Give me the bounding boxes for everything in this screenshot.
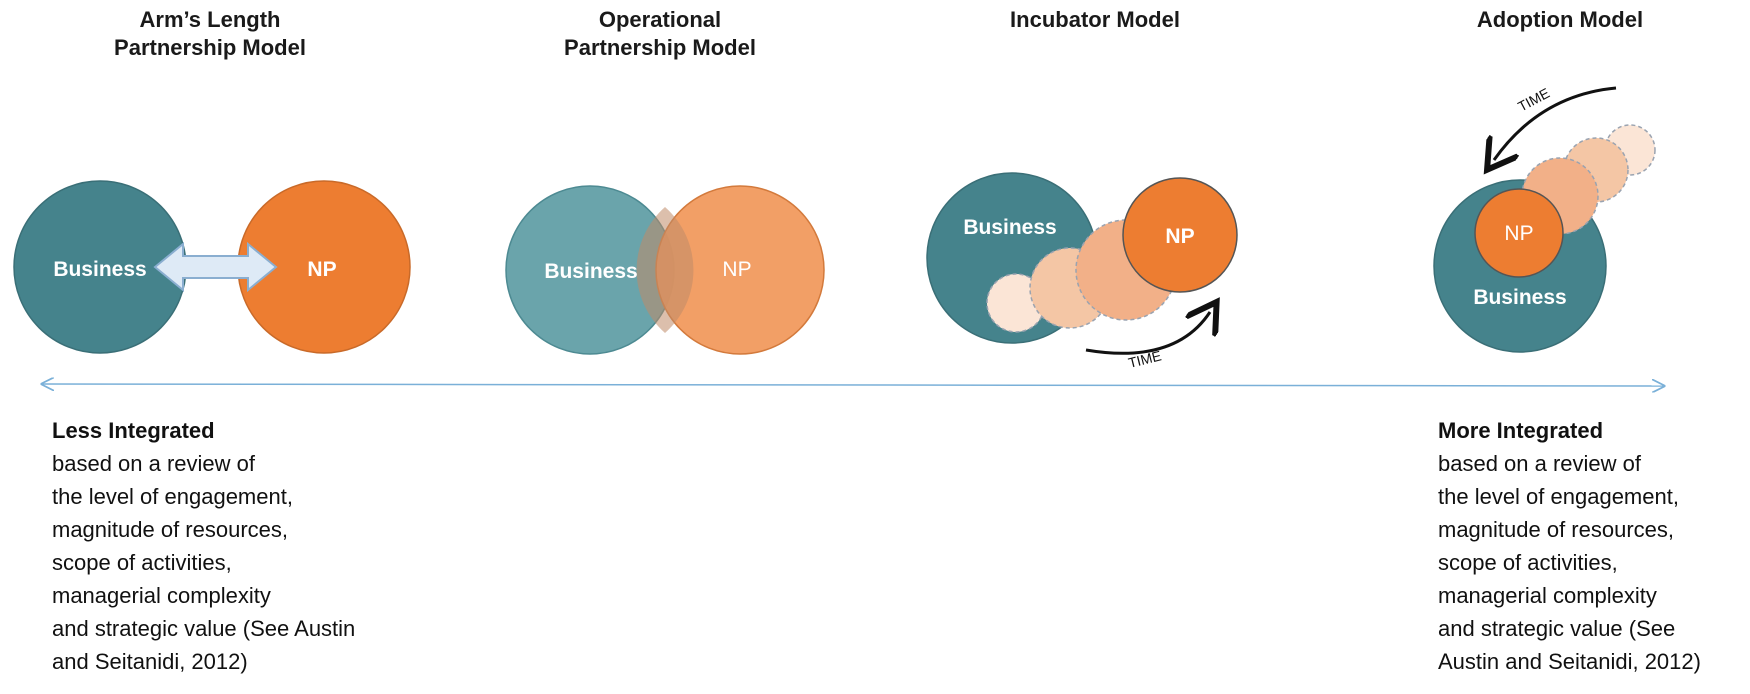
note-line: based on a review of	[52, 451, 256, 476]
less-integrated-note: Less Integrated based on a review of the…	[52, 414, 355, 678]
business-label: Business	[53, 258, 146, 281]
overlap-region	[636, 207, 694, 333]
arms-length-model: Business NP	[13, 180, 411, 354]
note-line: managerial complexity	[52, 583, 271, 608]
time-arrow	[1085, 312, 1210, 355]
note-line: and Seitanidi, 2012)	[52, 649, 248, 674]
note-line: scope of activities,	[1438, 550, 1618, 575]
business-label: Business	[544, 260, 637, 283]
adoption-model: NP Business TIME	[1433, 85, 1656, 353]
more-integrated-note: More Integrated based on a review of the…	[1438, 414, 1701, 678]
incubator-model: Business NP TIME	[926, 172, 1238, 371]
note-line: managerial complexity	[1438, 583, 1657, 608]
np-label: NP	[1504, 222, 1533, 245]
operational-model: Business NP	[505, 185, 825, 355]
model-title-adoption: Adoption Model	[1476, 7, 1644, 32]
np-circle	[1122, 177, 1238, 293]
np-label: NP	[307, 258, 336, 281]
integration-axis	[42, 384, 1664, 386]
note-line: magnitude of resources,	[52, 517, 289, 542]
note-line: scope of activities,	[52, 550, 232, 575]
np-label: NP	[722, 258, 751, 281]
business-label: Business	[963, 216, 1056, 239]
np-circle	[1474, 188, 1564, 278]
double-arrow	[153, 241, 278, 293]
note-line: the level of engagement,	[52, 484, 293, 509]
business-label: Business	[1473, 286, 1566, 309]
model-title-incubator: Incubator Model	[1010, 7, 1180, 32]
note-line: and strategic value (See Austin	[52, 616, 356, 641]
note-line: magnitude of resources,	[1438, 517, 1675, 542]
note-line: Austin and Seitanidi, 2012)	[1438, 649, 1701, 674]
note-line: and strategic value (See	[1438, 616, 1676, 641]
time-label: TIME	[1127, 347, 1163, 371]
less-integrated-heading: Less Integrated	[52, 418, 215, 443]
np-label: NP	[1165, 225, 1194, 248]
note-line: the level of engagement,	[1438, 484, 1679, 509]
time-arrow	[1494, 86, 1617, 160]
note-line: based on a review of	[1438, 451, 1642, 476]
more-integrated-heading: More Integrated	[1438, 418, 1604, 443]
